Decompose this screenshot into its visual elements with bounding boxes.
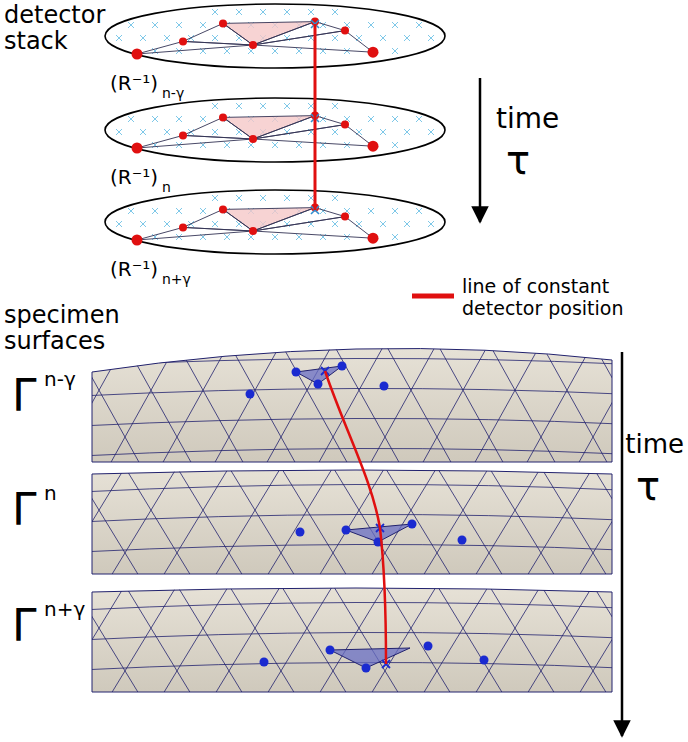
legend-swatch bbox=[410, 290, 456, 302]
constant-detector-line bbox=[314, 24, 317, 210]
plane-subscript: n bbox=[162, 180, 171, 195]
axis-label: time bbox=[496, 104, 559, 135]
detector-plane bbox=[105, 190, 445, 254]
surface-superscript: n-γ bbox=[44, 368, 76, 390]
detector-plane bbox=[105, 4, 445, 68]
axis-symbol: τ bbox=[506, 138, 530, 182]
plane-subscript: n+γ bbox=[162, 272, 191, 287]
surface-label: Γ bbox=[12, 372, 37, 420]
specimen-surface bbox=[0, 564, 688, 712]
plane-label: (R⁻¹) bbox=[110, 258, 158, 280]
legend-entry: line of constant detector position bbox=[410, 276, 672, 320]
specimen-surface bbox=[0, 446, 688, 594]
surface-superscript: n bbox=[44, 482, 57, 504]
axis-label: time bbox=[625, 430, 684, 459]
section-title: specimen surfaces bbox=[4, 302, 144, 355]
surface-label: Γ bbox=[12, 602, 37, 650]
surface-label: Γ bbox=[12, 486, 37, 534]
plane-label: (R⁻¹) bbox=[110, 72, 158, 94]
legend-text: line of constant detector position bbox=[462, 276, 672, 320]
plane-label: (R⁻¹) bbox=[110, 166, 158, 188]
surface-superscript: n+γ bbox=[44, 598, 85, 620]
detector-plane bbox=[105, 98, 445, 162]
axis-symbol: τ bbox=[636, 464, 660, 508]
section-title: detector stack bbox=[4, 2, 134, 55]
constant-detector-curve bbox=[325, 371, 386, 664]
time-arrow bbox=[621, 352, 624, 736]
time-arrow bbox=[479, 78, 482, 222]
plane-subscript: n-γ bbox=[162, 86, 184, 101]
